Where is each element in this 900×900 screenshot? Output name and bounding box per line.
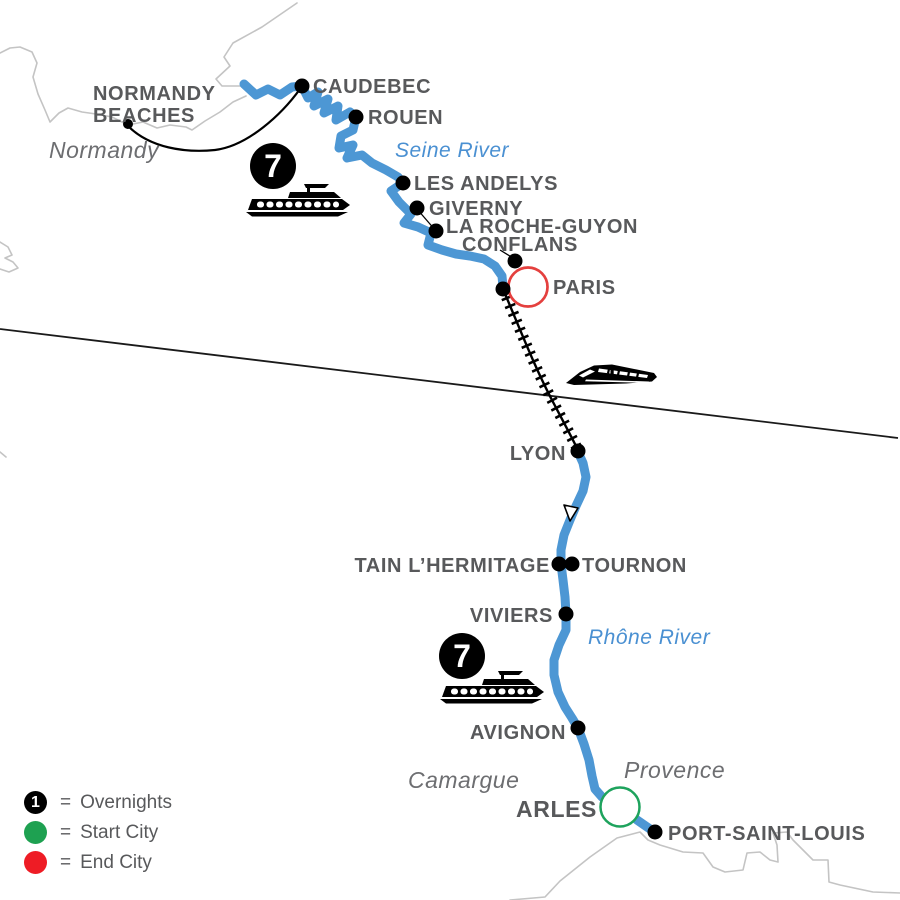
dot-rouen	[348, 109, 364, 125]
dot-normandy-beaches	[123, 119, 133, 129]
label-tain-lhermitage: TAIN L’HERMITAGE	[354, 555, 550, 577]
end-city-marker-icon	[24, 851, 47, 874]
legend-end-city-label: End City	[80, 851, 152, 873]
dot-viviers	[558, 606, 574, 622]
paris-end-city-ring	[507, 266, 549, 308]
coastline-mediterranean	[509, 831, 900, 900]
excursion-line-normandy-beaches	[127, 88, 301, 152]
label-tournon: TOURNON	[582, 555, 687, 577]
overnight-marker-icon: 1	[24, 791, 47, 814]
label-les-andelys: LES ANDELYS	[414, 173, 558, 195]
rhone-nights-badge: 7	[453, 638, 471, 674]
legend-row-start-city: = Start City	[24, 821, 172, 844]
dot-port-saint-louis	[647, 824, 663, 840]
label-port-saint-louis: PORT-SAINT-LOUIS	[668, 823, 865, 845]
dot-avignon	[570, 720, 586, 736]
seine-nights-badge: 7	[264, 148, 282, 184]
legend-equals: =	[60, 851, 72, 873]
label-avignon: AVIGNON	[470, 722, 566, 744]
dot-tournon	[564, 556, 580, 572]
label-arles: ARLES	[516, 796, 597, 822]
dot-giverny	[409, 200, 425, 216]
label-lyon: LYON	[510, 443, 566, 465]
label-paris: PARIS	[553, 277, 616, 299]
label-viviers: VIVIERS	[470, 605, 553, 627]
river-direction-arrow	[563, 504, 579, 522]
coastline-left-islet	[0, 241, 19, 273]
label-la-roche-guyon: LA ROCHE-GUYON	[446, 216, 638, 238]
label-caudebec: CAUDEBEC	[313, 76, 431, 98]
label-region-provence: Provence	[624, 757, 725, 783]
seine-river-path	[239, 79, 508, 292]
legend-overnights-label: Overnights	[80, 791, 172, 813]
ship-icon-seine: 7	[246, 143, 350, 217]
label-seine-river: Seine River	[395, 139, 510, 162]
railway-paris-lyon	[497, 286, 582, 451]
legend-row-end-city: = End City	[24, 851, 172, 874]
ship-icon-rhone: 7	[439, 633, 544, 704]
legend-equals: =	[60, 821, 72, 843]
dot-les-andelys	[395, 175, 411, 191]
dot-caudebec	[294, 78, 310, 94]
label-conflans: CONFLANS	[462, 234, 578, 256]
legend-equals: =	[60, 791, 72, 813]
label-rouen: ROUEN	[368, 107, 443, 129]
map-legend: 1 = Overnights = Start City = End City	[24, 791, 172, 874]
label-normandy-beaches-1: NORMANDY	[93, 83, 216, 105]
legend-start-city-label: Start City	[80, 821, 159, 843]
label-rhone-river: Rhône River	[588, 626, 711, 649]
dot-paris-rail	[495, 281, 511, 297]
map-divider-line	[0, 328, 899, 439]
legend-row-overnights: 1 = Overnights	[24, 791, 172, 814]
overnight-number: 1	[31, 793, 40, 811]
train-icon	[564, 363, 659, 387]
label-region-normandy: Normandy	[49, 137, 160, 163]
coastline-left-tick	[0, 451, 7, 458]
label-giverny: GIVERNY	[429, 198, 523, 220]
label-region-camargue: Camargue	[408, 767, 519, 793]
dot-conflans	[507, 253, 523, 269]
arles-start-city-ring	[599, 786, 641, 828]
coastline-normandy-south	[0, 46, 247, 131]
dot-lyon	[570, 443, 586, 459]
start-city-marker-icon	[24, 821, 47, 844]
dot-la-roche-guyon	[428, 223, 444, 239]
dot-tain-lhermitage	[551, 556, 567, 572]
coastline-channel-north	[215, 2, 298, 87]
label-normandy-beaches-2: BEACHES	[93, 105, 195, 127]
city-dots	[123, 78, 663, 840]
